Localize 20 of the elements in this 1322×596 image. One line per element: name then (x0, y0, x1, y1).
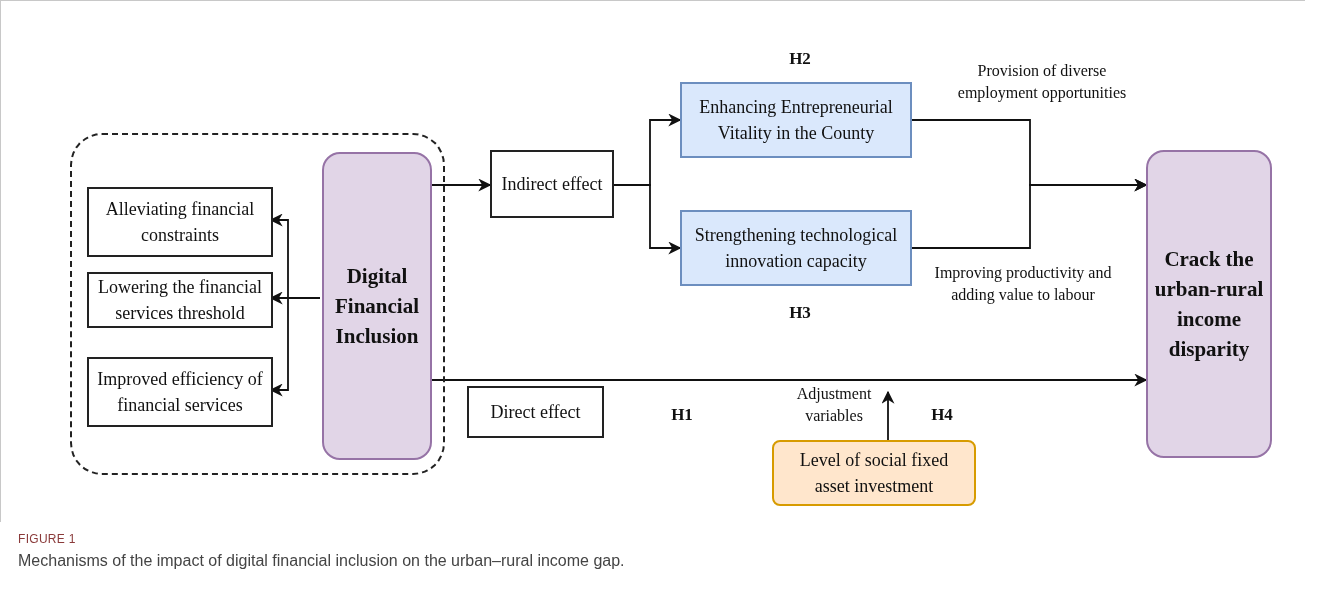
process-box: Lowering the financial services threshold (87, 272, 273, 328)
arrow (911, 178, 1148, 249)
hypothesis-label: H1 (670, 404, 694, 426)
process-box: Alleviating financial constraints (87, 187, 273, 257)
rounded-process-box: Crack the urban-rural income disparity (1146, 150, 1272, 458)
hypothesis-label: H2 (788, 48, 812, 70)
process-box: Strengthening technological innovation capacity (680, 210, 912, 286)
rounded-process-box: Level of social fixed asset investment (772, 440, 976, 506)
caption: Mechanisms of the impact of digital financial inclusion on the urban–rural income gap. (18, 551, 625, 571)
process-box: Indirect effect (490, 150, 614, 218)
arrow (881, 390, 895, 441)
hypothesis-label: H3 (788, 302, 812, 324)
process-box: Improved efficiency of financial services (87, 357, 273, 427)
rounded-process-box: Digital Financial Inclusion (322, 152, 432, 460)
process-box: Enhancing Entrepreneurial Vitality in the County (680, 82, 912, 158)
arrow (613, 184, 682, 255)
process-box: Direct effect (467, 386, 604, 438)
dashed-group-outline (70, 133, 445, 475)
figure-number: FIGURE 1 (18, 531, 76, 548)
hypothesis-label: H4 (930, 404, 954, 426)
